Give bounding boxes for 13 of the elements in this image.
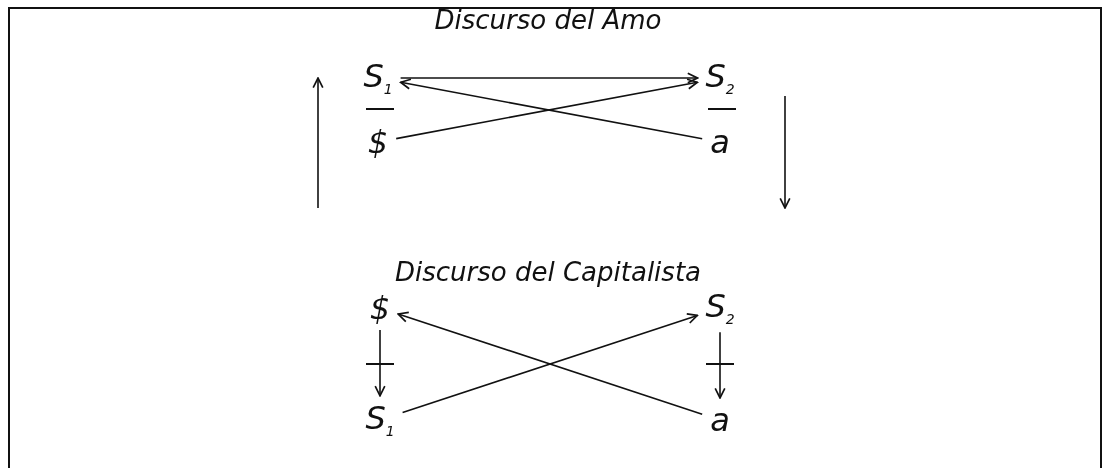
arrow: [374, 329, 386, 397]
arrow: [399, 72, 699, 84]
matheme-symbol: a: [708, 404, 732, 436]
matheme-symbol: a: [708, 126, 732, 158]
discourse-heading: Discurso del Amo: [434, 5, 662, 35]
matheme-symbol: S$_{2}$: [703, 289, 737, 327]
matheme-symbol: S$_{2}$: [703, 59, 737, 97]
matheme-symbol: $: [365, 126, 391, 158]
arrow: [714, 331, 726, 399]
matheme-symbol: S$_{1}$: [361, 59, 395, 97]
matheme-symbol: $: [367, 292, 393, 324]
matheme-symbol: S$_{1}$: [363, 401, 397, 439]
discourse-heading: Discurso del Capitalista: [395, 257, 701, 287]
